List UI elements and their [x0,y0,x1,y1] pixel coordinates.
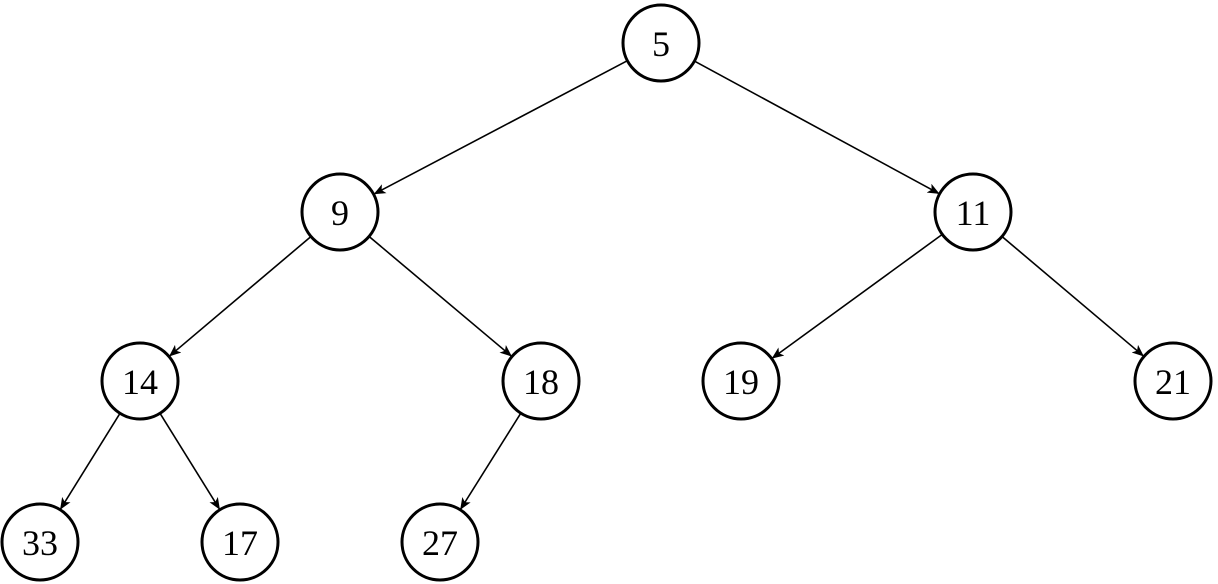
edge-arrow-n5-n11 [694,60,940,195]
node-label: 19 [723,362,759,402]
tree-node-18: 18 [501,341,581,421]
edge-arrow-n14-n17 [159,412,221,510]
edge-arrow-n9-n14 [169,235,312,357]
nodes-layer: 5 9 11 14 18 19 21 33 17 27 [0,3,1213,582]
edge-arrow-n9-n18 [368,235,512,357]
tree-node-14: 14 [100,341,180,421]
edge-arrow-n5-n9 [373,59,628,195]
node-circle [0,502,80,582]
tree-node-27: 27 [400,502,480,582]
node-label: 11 [956,193,991,233]
tree-node-9: 9 [300,172,380,252]
node-circle [501,341,581,421]
node-circle [400,502,480,582]
node-circle [933,172,1013,252]
tree-node-21: 21 [1133,341,1213,421]
node-label: 18 [523,362,559,402]
edges-layer [59,59,1144,510]
edge-arrow-n11-n21 [1001,235,1144,357]
tree-node-5: 5 [621,3,701,83]
node-circle [100,341,180,421]
node-circle [701,341,781,421]
node-circle [1133,341,1213,421]
tree-node-33: 33 [0,502,80,582]
edge-arrow-n14-n33 [59,412,121,510]
node-label: 14 [122,362,158,402]
node-label: 33 [22,523,58,563]
node-circle [200,502,280,582]
tree-node-19: 19 [701,341,781,421]
node-circle [621,3,701,83]
tree-node-11: 11 [933,172,1013,252]
node-label: 5 [652,24,670,64]
node-label: 21 [1155,362,1191,402]
tree-node-17: 17 [200,502,280,582]
node-label: 17 [222,523,258,563]
edge-arrow-n11-n19 [771,233,943,359]
node-label: 9 [331,193,349,233]
node-circle [300,172,380,252]
node-label: 27 [422,523,458,563]
edge-arrow-n18-n27 [460,412,522,510]
